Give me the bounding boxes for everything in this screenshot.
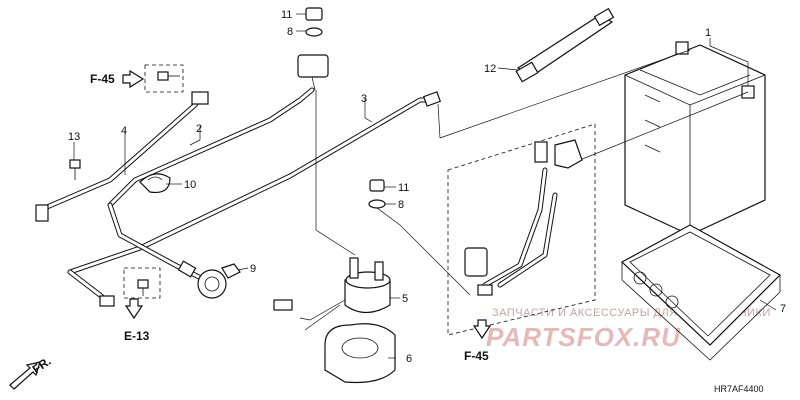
nut-11-mid: [369, 179, 385, 192]
battery-cable-end: [477, 284, 493, 296]
arrow-f45-top: [122, 69, 145, 89]
callout-6: 6: [406, 353, 412, 365]
washer-8-top: [305, 27, 323, 37]
guide-line-battery-neg: [579, 91, 749, 161]
callout-5: 5: [402, 293, 408, 305]
battery-strap: [515, 7, 615, 83]
relay-holder: [324, 323, 396, 384]
ground-cable: [35, 91, 209, 222]
battery-terminal-positive: [675, 41, 689, 55]
battery-cables: [464, 139, 583, 296]
ref-f45-bottom: F-45: [464, 349, 489, 363]
callout-1: 1: [705, 27, 711, 39]
ground-terminal: [35, 204, 49, 222]
cable-band: [139, 173, 171, 194]
bolt-bottom: [123, 267, 161, 299]
lower-harness: [67, 269, 115, 307]
callout-9: 9: [250, 263, 256, 275]
callout-2: 2: [196, 123, 202, 135]
ground-cable-clip: [191, 91, 209, 105]
battery-terminal-cover: [464, 247, 488, 277]
bolt-13: [69, 159, 81, 180]
terminal-cover: [297, 54, 329, 91]
nut-11-top: [305, 7, 323, 21]
arrow-fr: [9, 361, 41, 390]
callout-8-top: 8: [287, 26, 293, 38]
battery-area-outline: [447, 123, 596, 336]
callout-12: 12: [484, 63, 496, 75]
leader-lines: [73, 13, 777, 359]
guide-line-battery-top: [439, 49, 691, 139]
callout-11-mid: 11: [398, 182, 409, 194]
callout-10: 10: [184, 179, 196, 191]
callout-7: 7: [780, 303, 786, 315]
watermark-line2: PARTSFOX.RU: [486, 322, 681, 352]
relay-connector: [273, 299, 293, 311]
starter-motor-terminal: [197, 269, 227, 299]
callout-13: 13: [68, 131, 80, 143]
ref-e13: E-13: [124, 329, 150, 343]
harness-terminal: [99, 295, 115, 307]
battery-tray: [620, 224, 781, 361]
guide-line-relay-top: [315, 90, 356, 256]
arrow-f45-bottom: [472, 319, 492, 340]
callout-11-top: 11: [281, 9, 292, 21]
callout-8-mid: 8: [398, 199, 404, 211]
bolt-top: [144, 64, 184, 93]
diagram-code: HR7AF4400: [714, 384, 764, 394]
starter-relay: [273, 257, 391, 331]
ref-f45-top: F-45: [90, 72, 115, 86]
battery-positive-cover: [554, 139, 583, 169]
battery: [624, 41, 766, 236]
callout-4: 4: [121, 125, 127, 137]
starter-cable: [67, 91, 442, 275]
starter-motor-cable: [107, 87, 315, 299]
callout-3: 3: [361, 93, 367, 105]
battery-cable-eyelet: [534, 141, 548, 163]
nut-9: [221, 263, 241, 279]
arrow-e13: [124, 298, 144, 320]
